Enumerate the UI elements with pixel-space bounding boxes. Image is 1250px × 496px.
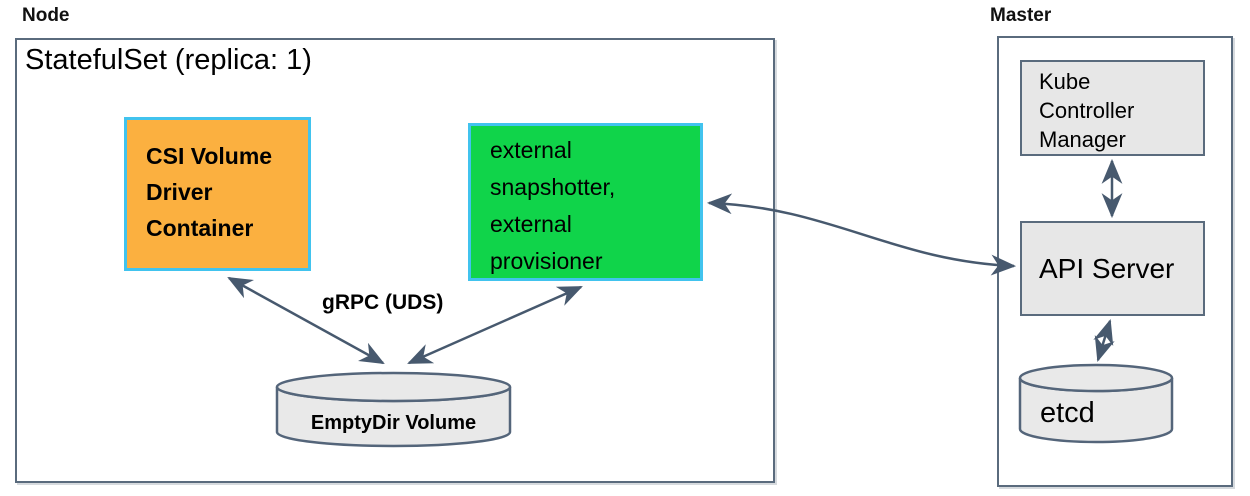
node-section-label: Node xyxy=(22,5,70,26)
external-sidecars-box: external snapshotter, external provision… xyxy=(468,123,703,281)
statefulset-title: StatefulSet (replica: 1) xyxy=(25,44,312,76)
kube-controller-manager-box: Kube Controller Manager xyxy=(1020,60,1205,156)
etcd-label: etcd xyxy=(1040,397,1095,429)
emptydir-volume-label: EmptyDir Volume xyxy=(310,412,477,434)
api-server-box: API Server xyxy=(1020,221,1205,316)
master-section-label: Master xyxy=(990,5,1052,26)
api-server-label: API Server xyxy=(1039,252,1175,284)
grpc-uds-label: gRPC (UDS) xyxy=(322,291,444,314)
csi-volume-driver-box: CSI Volume Driver Container xyxy=(124,117,311,271)
